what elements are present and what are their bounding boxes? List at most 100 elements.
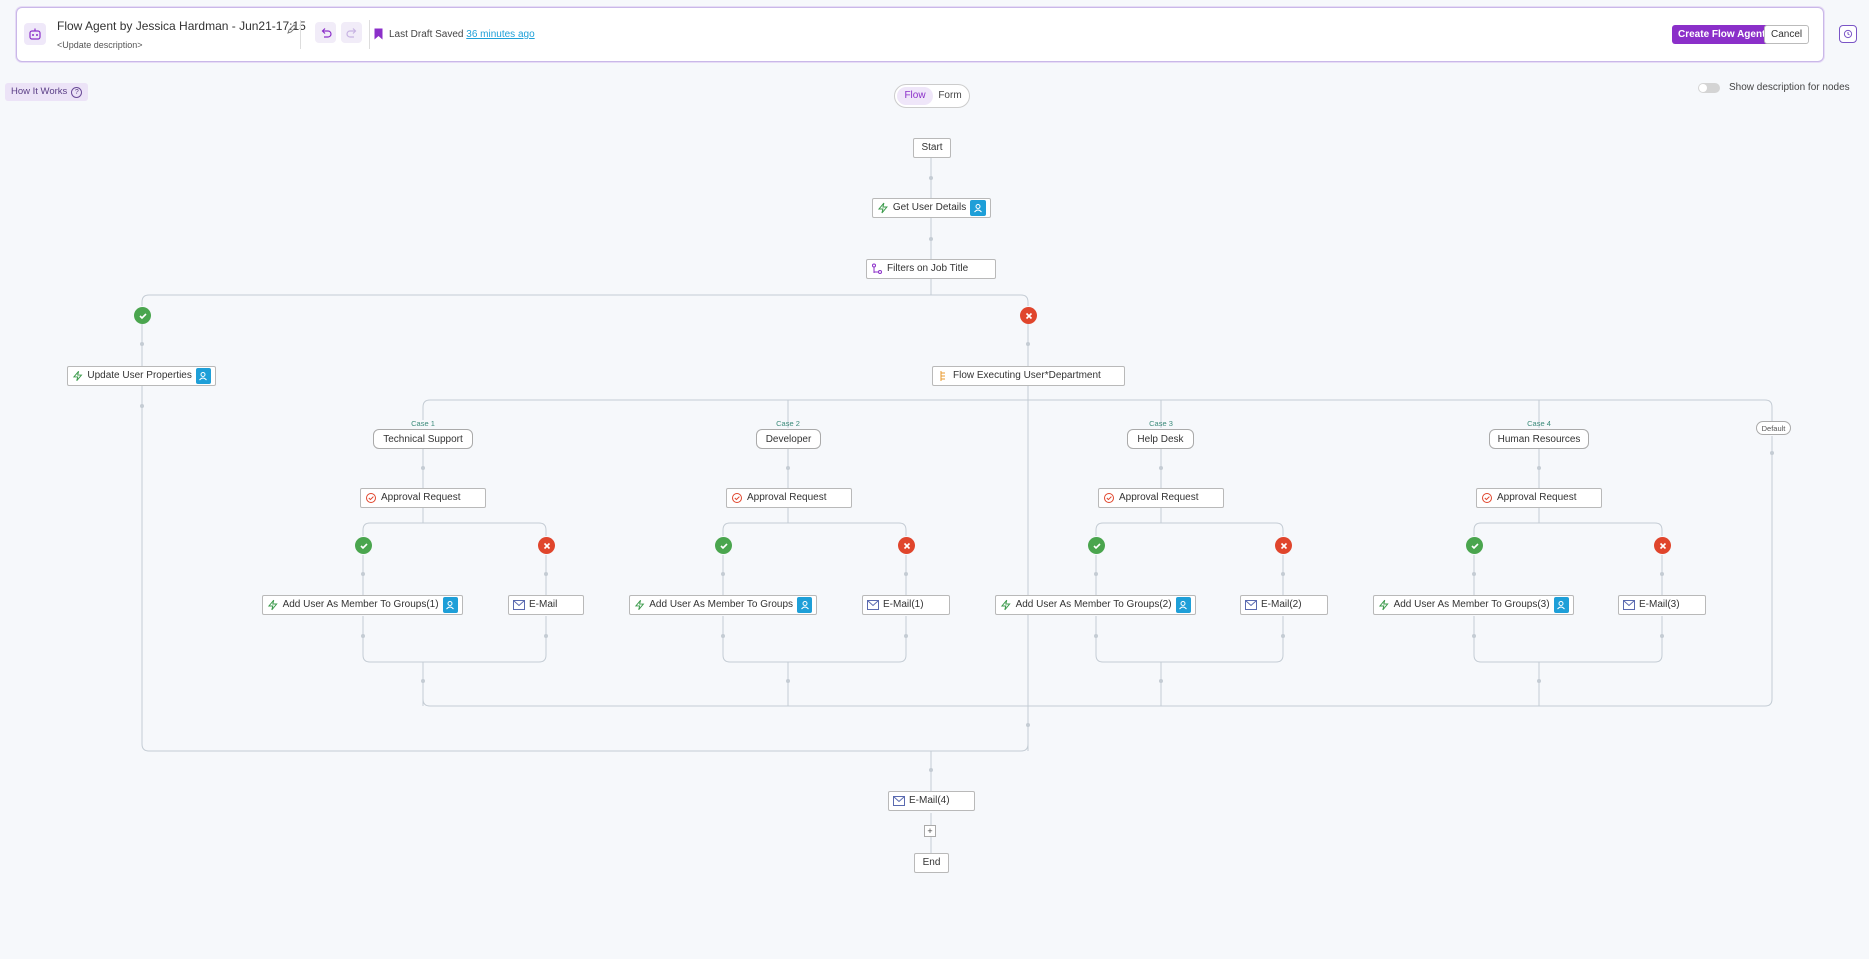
add-node-button[interactable]: + xyxy=(924,825,936,837)
mail-icon xyxy=(893,796,905,806)
agent-header: Flow Agent by Jessica Hardman - Jun21-17… xyxy=(16,7,1824,62)
check-circle-icon xyxy=(134,307,151,324)
add-user-to-groups-node[interactable]: Add User As Member To Groups(1) xyxy=(262,595,463,615)
x-circle-icon xyxy=(1020,307,1037,324)
header-divider xyxy=(369,20,370,49)
user-icon xyxy=(195,368,211,384)
case-label: Case 1 xyxy=(411,419,435,428)
mail-icon xyxy=(513,600,525,610)
node-label: Filters on Job Title xyxy=(887,263,969,274)
draft-time-link[interactable]: 36 minutes ago xyxy=(466,29,535,40)
cancel-button[interactable]: Cancel xyxy=(1764,25,1810,44)
email-node[interactable]: E-Mail(2) xyxy=(1240,595,1328,615)
end-node[interactable]: End xyxy=(914,853,949,873)
email-node[interactable]: E-Mail(3) xyxy=(1618,595,1706,615)
toggle-knob xyxy=(1699,84,1707,92)
user-icon xyxy=(1175,597,1191,613)
email-node[interactable]: E-Mail(1) xyxy=(862,595,950,615)
undo-button[interactable] xyxy=(315,22,336,43)
node-label: Add User As Member To Groups(2) xyxy=(1015,599,1172,610)
node-label: Approval Request xyxy=(1497,492,1577,503)
node-label: E-Mail(3) xyxy=(1639,599,1680,610)
node-label: E-Mail(4) xyxy=(909,795,950,806)
node-label: Approval Request xyxy=(747,492,827,503)
mail-icon xyxy=(1245,600,1257,610)
lightning-icon xyxy=(634,600,645,610)
add-user-to-groups-node[interactable]: Add User As Member To Groups(2) xyxy=(995,595,1196,615)
user-icon xyxy=(797,597,812,613)
node-label: Add User As Member To Groups xyxy=(649,599,794,610)
update-user-properties-node[interactable]: Update User Properties xyxy=(67,366,216,386)
x-circle-icon xyxy=(1654,537,1671,554)
user-icon xyxy=(1553,597,1569,613)
filters-on-job-title-node[interactable]: Filters on Job Title xyxy=(866,259,996,279)
lightning-icon xyxy=(1000,599,1011,611)
check-circle-icon xyxy=(355,537,372,554)
approval-icon xyxy=(366,493,376,503)
case-label: Case 4 xyxy=(1527,419,1551,428)
lightning-icon xyxy=(72,370,83,382)
approval-icon xyxy=(1104,493,1114,503)
node-label: Add User As Member To Groups(3) xyxy=(1393,599,1550,610)
approval-request-node[interactable]: Approval Request xyxy=(1476,488,1602,508)
header-divider xyxy=(300,20,301,49)
final-email-node[interactable]: E-Mail(4) xyxy=(888,791,975,811)
case-node-human-resources[interactable]: Human Resources xyxy=(1489,429,1589,449)
history-icon[interactable] xyxy=(1839,25,1857,43)
x-circle-icon xyxy=(1275,537,1292,554)
bookmark-icon xyxy=(374,27,383,45)
tab-flow[interactable]: Flow xyxy=(897,87,933,105)
node-label: Update User Properties xyxy=(87,370,192,381)
create-flow-agent-button[interactable]: Create Flow Agent xyxy=(1672,25,1772,44)
approval-request-node[interactable]: Approval Request xyxy=(1098,488,1224,508)
tab-form[interactable]: Form xyxy=(938,90,962,101)
start-node[interactable]: Start xyxy=(913,138,951,158)
filter-branch-icon xyxy=(872,263,882,274)
case-label: Case 2 xyxy=(776,419,800,428)
bot-icon xyxy=(24,23,46,45)
add-user-to-groups-node[interactable]: Add User As Member To Groups(3) xyxy=(1373,595,1574,615)
lightning-icon xyxy=(267,599,278,611)
email-node[interactable]: E-Mail xyxy=(508,595,584,615)
user-icon xyxy=(970,200,986,216)
node-label: Approval Request xyxy=(381,492,461,503)
mail-icon xyxy=(1623,600,1635,610)
node-label: Flow Executing User*Department xyxy=(953,370,1101,381)
node-label: Add User As Member To Groups(1) xyxy=(282,599,439,610)
node-label: E-Mail xyxy=(529,599,558,610)
check-circle-icon xyxy=(715,537,732,554)
agent-title: Flow Agent by Jessica Hardman - Jun21-17… xyxy=(57,19,306,33)
redo-button[interactable] xyxy=(341,22,362,43)
mail-icon xyxy=(867,600,879,610)
lightning-icon xyxy=(877,202,888,214)
approval-icon xyxy=(1482,493,1492,503)
user-icon xyxy=(442,597,458,613)
default-case-node[interactable]: Default xyxy=(1756,421,1791,435)
agent-description[interactable]: <Update description> xyxy=(57,40,143,50)
switch-icon xyxy=(940,371,945,381)
node-label: E-Mail(2) xyxy=(1261,599,1302,610)
approval-icon xyxy=(732,493,742,503)
description-toggle-label: Show description for nodes xyxy=(1729,82,1850,93)
switch-department-node[interactable]: Flow Executing User*Department xyxy=(932,366,1125,386)
check-circle-icon xyxy=(1088,537,1105,554)
help-icon: ? xyxy=(71,86,83,98)
case-node-developer[interactable]: Developer xyxy=(756,429,821,449)
case-node-help-desk[interactable]: Help Desk xyxy=(1127,429,1194,449)
description-toggle[interactable] xyxy=(1698,83,1720,93)
add-user-to-groups-node[interactable]: Add User As Member To Groups xyxy=(629,595,817,615)
x-circle-icon xyxy=(898,537,915,554)
approval-request-node[interactable]: Approval Request xyxy=(360,488,486,508)
approval-request-node[interactable]: Approval Request xyxy=(726,488,852,508)
how-it-works-button[interactable]: How It Works ? xyxy=(5,83,89,101)
draft-status: Last Draft Saved 36 minutes ago xyxy=(389,29,535,40)
get-user-details-node[interactable]: Get User Details xyxy=(872,198,991,218)
pencil-icon[interactable] xyxy=(287,21,297,39)
node-label: E-Mail(1) xyxy=(883,599,924,610)
node-label: Approval Request xyxy=(1119,492,1199,503)
case-label: Case 3 xyxy=(1149,419,1173,428)
draft-label: Last Draft Saved xyxy=(389,29,464,40)
case-node-technical-support[interactable]: Technical Support xyxy=(373,429,473,449)
x-circle-icon xyxy=(538,537,555,554)
